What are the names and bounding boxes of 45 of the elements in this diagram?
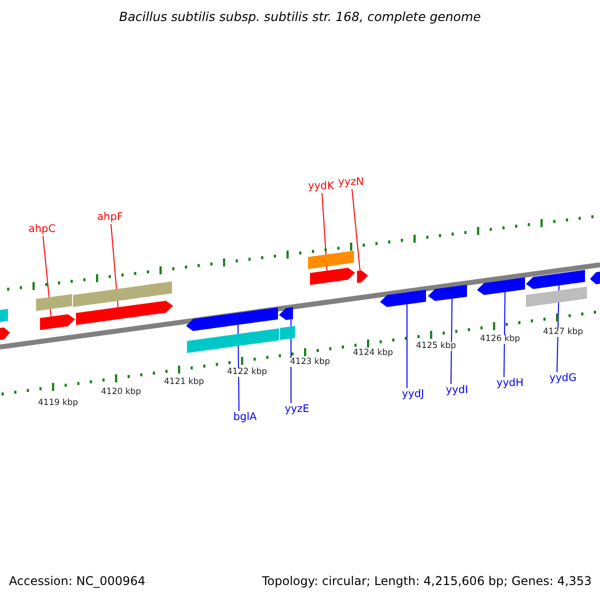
gene-block (0, 328, 10, 340)
gene-label: ahpF (97, 212, 123, 222)
feature-block (526, 286, 587, 307)
leader-line (504, 292, 506, 378)
feature-block (0, 308, 8, 322)
feature-block (36, 294, 72, 311)
title: Bacillus subtilis subsp. subtilis str. 168, complete genome (119, 11, 481, 24)
leader-line (290, 318, 292, 404)
gene-label: yydK (308, 181, 334, 192)
leader-line (406, 304, 408, 388)
footer-text: Accession: NC_000964 (9, 575, 146, 587)
leader-line (42, 236, 52, 317)
scale-label: 4123 kbp (290, 358, 330, 366)
gene-block (428, 284, 467, 301)
gene-block (40, 314, 75, 330)
scale-label: 4121 kbp (164, 378, 204, 386)
gene-label: ahpC (28, 224, 56, 234)
gene-block (76, 300, 173, 325)
footer-text: Topology: circular; Length: 4,215,606 bp; Genes: 4,353 (262, 575, 592, 587)
feature-block (308, 250, 354, 269)
gene-block (477, 277, 525, 295)
gene-label: yydG (549, 373, 577, 384)
gene-block (590, 272, 600, 284)
gene-block (380, 290, 426, 307)
gene-label: yydI (446, 385, 468, 396)
gene-block (310, 268, 355, 285)
scale-label: 4127 kbp (543, 328, 584, 336)
scale-label: 4119 kbp (38, 399, 78, 408)
gene-label: bglA (233, 412, 257, 422)
gene-label: yydJ (402, 389, 424, 400)
gene-label: yyzN (338, 177, 364, 188)
gene-label: yyzE (284, 404, 310, 414)
scale-label: 4124 kbp (353, 349, 394, 358)
gene-block (279, 307, 293, 320)
gene-block (526, 270, 585, 289)
leader-line (450, 298, 452, 384)
leader-line (352, 188, 360, 272)
feature-block (280, 326, 295, 340)
scale-label: 4125 kbp (416, 342, 456, 350)
feature-block (187, 328, 279, 353)
scale-label: 4120 kbp (101, 388, 142, 396)
gene-block (357, 270, 368, 283)
scale-label: 4122 kbp (227, 368, 268, 376)
scale-label: 4126 kbp (480, 335, 520, 344)
gene-label: yydH (496, 378, 524, 388)
